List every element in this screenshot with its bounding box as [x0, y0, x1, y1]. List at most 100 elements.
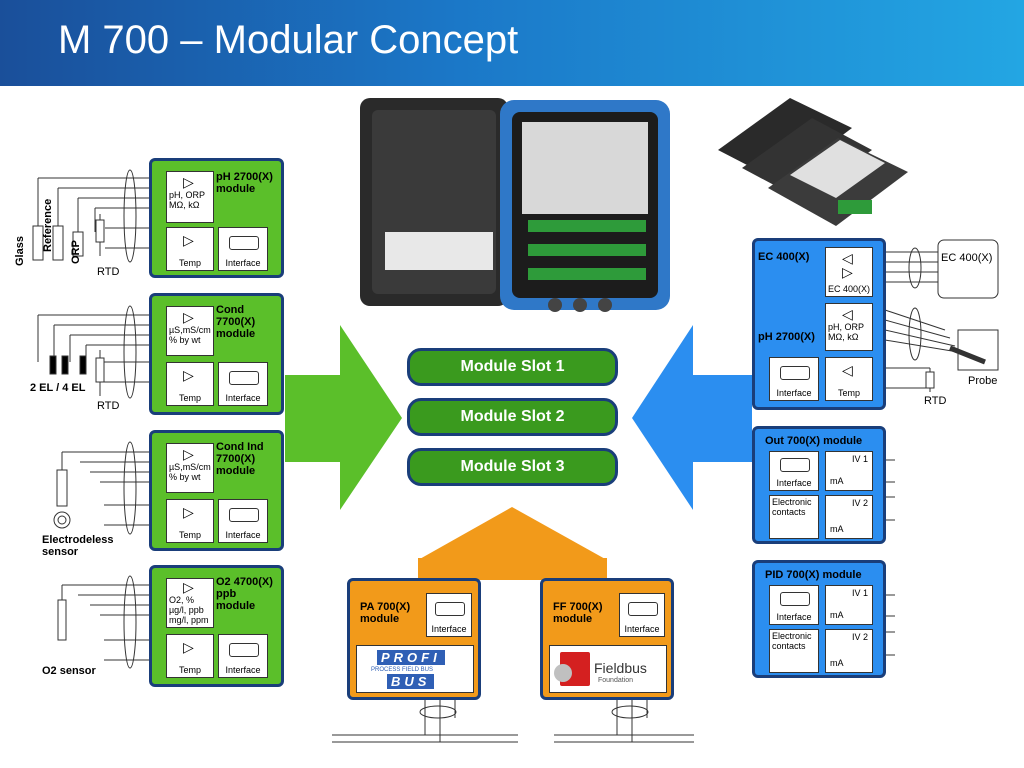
iv2-box: IV 2 mA [825, 629, 873, 673]
electrodeless-label: Electrodeless sensor [42, 534, 114, 558]
ph-box: ◁ pH, ORP MΩ, kΩ [825, 303, 873, 351]
ec-box-label: EC 400(X) [827, 284, 871, 294]
ma2-label: mA [830, 524, 844, 534]
connector-icon [229, 236, 259, 250]
amplifier-icon: ▷ [183, 579, 194, 595]
pid-700-module: PID 700(X) module Interface IV 1 mA Elec… [752, 560, 886, 678]
interface-label: Interface [431, 624, 467, 634]
interface-box: Interface [218, 362, 268, 406]
contacts-box: Electronic contacts [769, 629, 819, 673]
bus-wiring [332, 698, 694, 743]
module-title: FF 700(X) module [553, 601, 603, 625]
contacts-box: Electronic contacts [769, 495, 819, 539]
ph-2700-module: pH 2700(X) module ▷ pH, ORP MΩ, kΩ ▷ Tem… [149, 158, 284, 278]
iv2-label: IV 2 [851, 632, 868, 642]
interface-label: Interface [225, 530, 261, 540]
iv1-box: IV 1 mA [825, 585, 873, 625]
ec-ph-module: EC 400(X) ◁ ▷ EC 400(X) pH 2700(X) ◁ pH,… [752, 238, 886, 410]
connector-icon [435, 602, 465, 616]
interface-box: Interface [218, 634, 268, 678]
module-slot-2: Module Slot 2 [407, 398, 618, 436]
glass-label: Glass [14, 236, 26, 266]
sensor-units: µS,mS/cm % by wt [169, 325, 211, 345]
temp-box: ▷ Temp [166, 634, 214, 678]
iv1-box: IV 1 mA [825, 451, 873, 491]
amplifier-icon: ▷ [183, 639, 194, 655]
amplifier-icon: ◁ [842, 250, 853, 266]
sensor-units: µS,mS/cm % by wt [169, 462, 211, 482]
sensor-input-box: ▷ µS,mS/cm % by wt [166, 443, 214, 493]
module-slot-1: Module Slot 1 [407, 348, 618, 386]
ec400-device-label: EC 400(X) [941, 252, 993, 264]
amplifier-icon: ▷ [183, 232, 194, 248]
connector-icon [229, 643, 259, 657]
probe-label: Probe [968, 375, 998, 387]
pa-700-module: PA 700(X) module Interface PROFI PROCESS… [347, 578, 481, 700]
ph-units: pH, ORP MΩ, kΩ [828, 322, 865, 342]
rtd-label: RTD [924, 395, 947, 407]
amplifier-icon: ▷ [183, 504, 194, 520]
iv2-box: IV 2 mA [825, 495, 873, 539]
interface-label: Interface [624, 624, 660, 634]
interface-label: Interface [776, 478, 812, 488]
rtd-label: RTD [97, 266, 120, 278]
temp-box: ▷ Temp [166, 499, 214, 543]
temp-box: ▷ Temp [166, 227, 214, 271]
connector-icon [780, 458, 810, 472]
left-wiring-1 [32, 169, 150, 263]
fieldbus-logo-text: Fieldbus [594, 660, 647, 676]
left-wiring-3 [53, 441, 150, 535]
interface-label: Interface [776, 388, 812, 398]
amplifier-icon: ▷ [183, 446, 194, 462]
orange-arrow-stem [418, 558, 607, 580]
cond-7700-module: Cond 7700(X) module ▷ µS,mS/cm % by wt ▷… [149, 293, 284, 415]
profibus-logo-top: PROFI [377, 650, 445, 665]
iv2-label: IV 2 [851, 498, 868, 508]
amplifier-icon: ▷ [183, 367, 194, 383]
amplifier-icon: ◁ [842, 362, 853, 378]
left-wiring-4 [57, 575, 150, 669]
temp-box: ▷ Temp [166, 362, 214, 406]
o2-sensor-label: O2 sensor [42, 665, 96, 677]
module-cards-photo [718, 98, 908, 226]
module-title: Out 700(X) module [765, 435, 863, 447]
title-bar: M 700 – Modular Concept [0, 0, 1024, 86]
temp-label: Temp [178, 258, 201, 268]
ph-title: pH 2700(X) [758, 331, 815, 343]
fieldbus-logo: Fieldbus Foundation [549, 645, 667, 693]
contacts-label: Electronic contacts [772, 497, 812, 517]
right-wiring [884, 239, 999, 392]
module-title: Cond Ind 7700(X) module [216, 441, 264, 477]
blue-arrow [632, 325, 752, 510]
interface-label: Interface [776, 612, 812, 622]
connector-icon [780, 592, 810, 606]
temp-label: Temp [178, 530, 201, 540]
temp-label: Temp [837, 388, 860, 398]
ec-title: EC 400(X) [758, 251, 810, 263]
device-photo [360, 98, 670, 312]
ma1-label: mA [830, 476, 844, 486]
interface-box: Interface [218, 499, 268, 543]
module-title: O2 4700(X) ppb module [216, 576, 273, 612]
left-wiring-2 [37, 305, 150, 399]
ma2-label: mA [830, 658, 844, 668]
sensor-input-box: ▷ O2, % µg/l, ppb mg/l, ppm [166, 578, 214, 628]
amplifier-icon: ▷ [183, 309, 194, 325]
ma1-label: mA [830, 610, 844, 620]
sensor-units: pH, ORP MΩ, kΩ [169, 190, 206, 210]
sensor-input-box: ▷ µS,mS/cm % by wt [166, 306, 214, 356]
module-title: PID 700(X) module [765, 569, 862, 581]
green-arrow [285, 325, 402, 510]
fieldbus-logo-sub: Foundation [598, 677, 634, 684]
page-title: M 700 – Modular Concept [58, 18, 519, 62]
connector-icon [229, 371, 259, 385]
contacts-label: Electronic contacts [772, 631, 812, 651]
iv1-label: IV 1 [851, 588, 868, 598]
orp-label: ORP [70, 240, 82, 264]
iv1-label: IV 1 [851, 454, 868, 464]
interface-label: Interface [225, 258, 261, 268]
output-stubs [885, 459, 895, 656]
globe-icon [554, 664, 572, 682]
amplifier-icon: ▷ [842, 264, 853, 280]
